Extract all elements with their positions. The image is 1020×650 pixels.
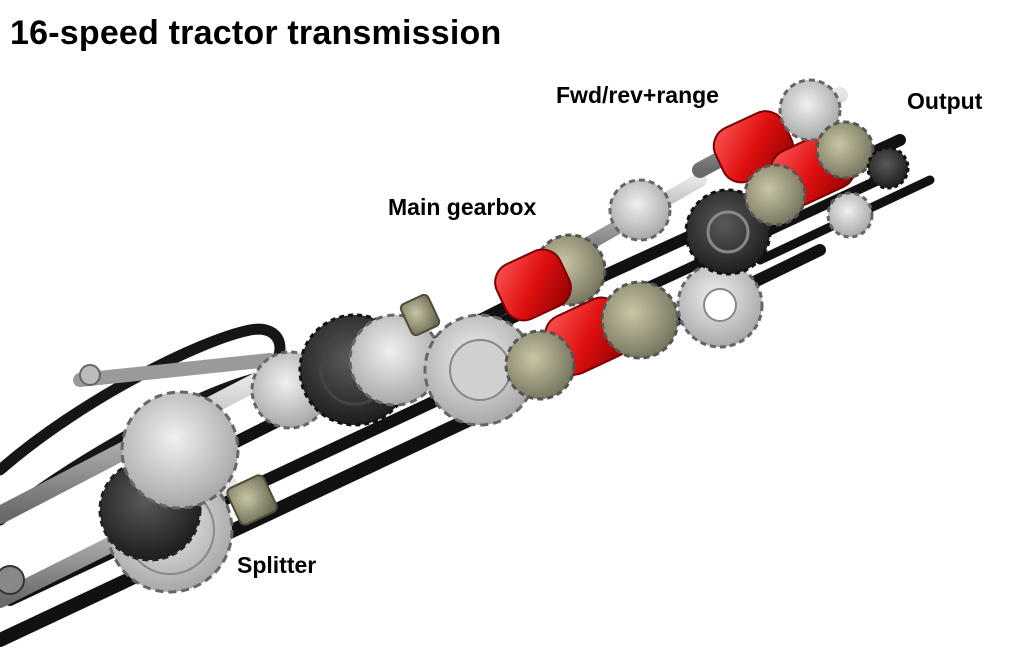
splitter-label: Splitter [237,552,317,578]
main-gearbox-label: Main gearbox [388,194,537,220]
fwd-rev-range-label: Fwd/rev+range [556,82,719,108]
input-gears [298,293,442,427]
page-title: 16-speed tractor transmission [10,14,502,52]
range-section-parts [684,78,910,276]
drive-belt [0,323,286,526]
output-label: Output [907,88,983,114]
splitter-gears [0,350,330,595]
main-gearbox-parts [423,178,764,427]
